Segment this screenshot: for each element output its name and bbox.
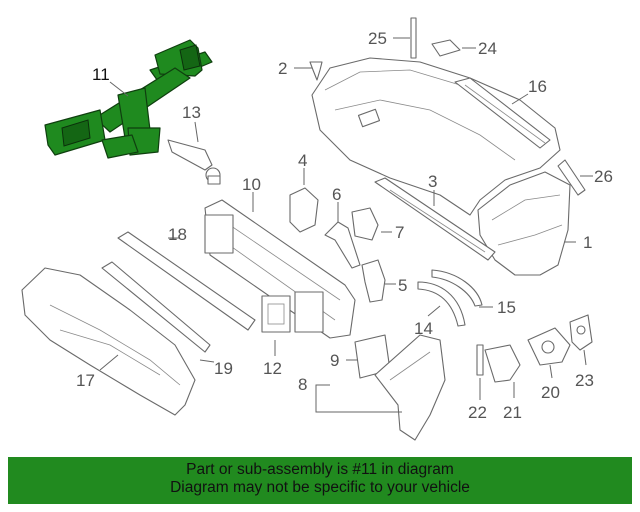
- housing-part-20[interactable]: [527, 327, 571, 366]
- stud-part-22[interactable]: [476, 344, 484, 376]
- callout-23: 23: [575, 371, 594, 390]
- banner-disclaimer-line: Diagram may not be specific to your vehi…: [170, 479, 470, 496]
- ball-mount-part-13[interactable]: [167, 139, 221, 185]
- callout-12: 12: [263, 359, 282, 378]
- clip-part-24[interactable]: [431, 39, 461, 57]
- bracket-part-7[interactable]: [351, 207, 379, 241]
- callout-16: 16: [528, 77, 547, 96]
- callout-6: 6: [332, 185, 341, 204]
- callout-13: 13: [182, 103, 201, 122]
- callout-14: 14: [414, 319, 433, 338]
- leader-lines: [99, 37, 593, 413]
- arch-trim-part-15[interactable]: [431, 269, 483, 307]
- bracket-part-8[interactable]: [374, 334, 446, 441]
- bracket-part-4[interactable]: [289, 187, 319, 233]
- callout-21: 21: [503, 403, 522, 422]
- bracket-part-26[interactable]: [557, 159, 586, 196]
- callout-5: 5: [398, 276, 407, 295]
- absorber-part-3[interactable]: [374, 177, 496, 261]
- callout-18: 18: [168, 225, 187, 244]
- valance-part-17[interactable]: [21, 267, 196, 416]
- callout-25: 25: [368, 29, 387, 48]
- callout-17: 17: [76, 371, 95, 390]
- bracket-part-23[interactable]: [569, 314, 593, 351]
- callout-10: 10: [242, 175, 261, 194]
- push-clip-part-2[interactable]: [309, 61, 323, 81]
- callout-9: 9: [330, 351, 339, 370]
- trim-strip-part-16[interactable]: [454, 77, 551, 149]
- callout-11: 11: [92, 65, 110, 84]
- callout-3: 3: [428, 172, 437, 191]
- callout-22: 22: [468, 403, 487, 422]
- callout-24: 24: [478, 39, 497, 58]
- banner-part-line: Part or sub-assembly is #11 in diagram: [186, 461, 454, 478]
- callout-8: 8: [298, 375, 307, 394]
- arch-trim-part-14[interactable]: [417, 281, 466, 327]
- trim-part-18[interactable]: [117, 231, 256, 331]
- bracket-part-5[interactable]: [361, 259, 386, 303]
- plate-part-12[interactable]: [261, 295, 291, 333]
- callout-labels: 1 2 3 4 5 6 7 8 9 10 11 12 13 14 15 16 1…: [76, 29, 613, 422]
- callout-26: 26: [594, 167, 613, 186]
- callout-15: 15: [497, 298, 516, 317]
- callout-1: 1: [583, 233, 592, 252]
- bracket-part-21[interactable]: [484, 344, 521, 383]
- callout-2: 2: [278, 59, 287, 78]
- callout-20: 20: [541, 383, 560, 402]
- reinforcement-beam-part-10[interactable]: [204, 199, 356, 339]
- disclaimer-banner: Part or sub-assembly is #11 in diagram D…: [8, 457, 632, 504]
- lower-trim-part-19[interactable]: [101, 261, 211, 353]
- callout-7: 7: [395, 223, 404, 242]
- callout-4: 4: [298, 151, 307, 170]
- tow-hitch-part-11[interactable]: [44, 39, 213, 159]
- rod-part-25[interactable]: [410, 17, 417, 59]
- callout-19: 19: [214, 359, 233, 378]
